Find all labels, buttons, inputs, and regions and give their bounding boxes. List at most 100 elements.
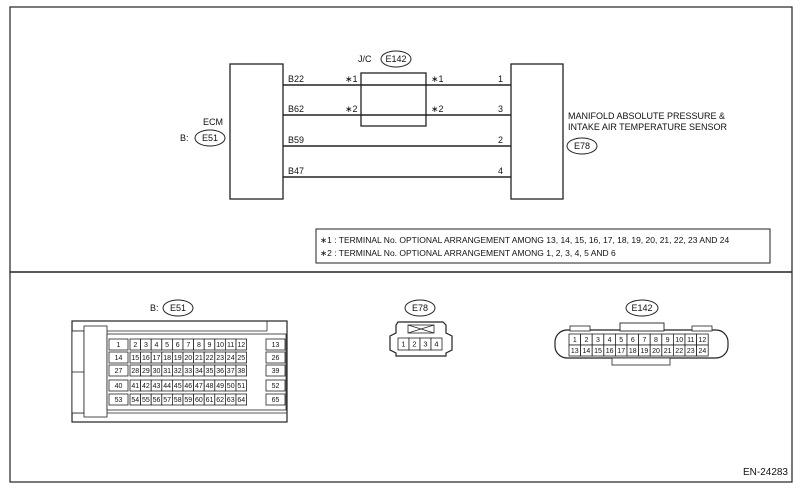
e51-pin-cell xyxy=(108,379,129,392)
e142-pin: 16 xyxy=(606,348,614,355)
wire-1-ecm-pin: B22 xyxy=(288,74,304,84)
e51-pin: 65 xyxy=(272,397,280,404)
e51-pin-cell xyxy=(108,338,129,351)
e51-pin: 39 xyxy=(272,368,280,375)
wire-2-sensor-pin: 3 xyxy=(498,104,503,114)
e142-view-badge xyxy=(625,299,659,317)
e51-pin: 26 xyxy=(272,355,280,362)
wire-4: B47 4 xyxy=(283,166,511,178)
e78-pin: 3 xyxy=(423,340,427,349)
e51-pin: 43 xyxy=(153,383,161,390)
e51-pin-cell xyxy=(235,393,248,406)
e51-pin: 7 xyxy=(186,342,190,349)
e51-pin: 6 xyxy=(176,342,180,349)
e51-pin: 18 xyxy=(163,355,171,362)
e51-pin: 52 xyxy=(272,383,280,390)
e51-pin-cell xyxy=(265,379,286,392)
e51-pin: 51 xyxy=(237,383,245,390)
e51-pin: 61 xyxy=(206,397,214,404)
e142-pin: 10 xyxy=(675,337,683,344)
e51-pin: 25 xyxy=(237,355,245,362)
e51-pin: 29 xyxy=(142,368,150,375)
e51-pin: 3 xyxy=(144,342,148,349)
e51-pin: 2 xyxy=(133,342,137,349)
ecm-connector-prefix: B: xyxy=(180,133,189,143)
e142-pin: 1 xyxy=(573,337,577,344)
e142-pin: 9 xyxy=(666,337,670,344)
sensor-title-line2: INTAKE AIR TEMPERATURE SENSOR xyxy=(568,122,728,132)
e78-pin-cell xyxy=(430,337,443,351)
e51-pin: 23 xyxy=(216,355,224,362)
e51-pin: 10 xyxy=(216,342,224,349)
e51-view-label: E51 xyxy=(170,303,186,313)
e51-pin: 48 xyxy=(206,383,214,390)
e51-pin: 16 xyxy=(142,355,150,362)
note-1: ∗1 : TERMINAL No. OPTIONAL ARRANGEMENT A… xyxy=(320,235,729,245)
e142-pin-cell xyxy=(696,344,709,357)
jc-connector-label: E142 xyxy=(385,54,406,64)
e51-pin: 22 xyxy=(206,355,214,362)
e51-pin: 17 xyxy=(153,355,161,362)
e142-pin: 5 xyxy=(619,337,623,344)
sensor-connector-label: E78 xyxy=(574,141,590,151)
wire-3: B59 2 xyxy=(283,135,511,147)
e51-pin: 34 xyxy=(195,368,203,375)
e51-pin: 19 xyxy=(174,355,182,362)
e51-pin-cell xyxy=(108,364,129,377)
e51-pin: 44 xyxy=(163,383,171,390)
e51-pin: 4 xyxy=(155,342,159,349)
sensor-title-line1: MANIFOLD ABSOLUTE PRESSURE & xyxy=(568,111,725,121)
e51-pin: 50 xyxy=(227,383,235,390)
e51-pin: 32 xyxy=(174,368,182,375)
ecm-title: ECM xyxy=(203,117,223,127)
e51-pin: 60 xyxy=(195,397,203,404)
e51-pin: 24 xyxy=(227,355,235,362)
e51-pin: 11 xyxy=(227,342,234,349)
e51-pin: 55 xyxy=(142,397,150,404)
e142-pin: 15 xyxy=(594,348,602,355)
ecm-connector-badge xyxy=(194,129,226,147)
e51-pin: 27 xyxy=(115,368,123,375)
e51-pin: 64 xyxy=(237,397,245,404)
jc-connector-badge xyxy=(380,50,412,68)
wire-1-jc-left: ∗1 xyxy=(345,74,358,84)
figure-code: EN-24283 xyxy=(743,467,788,478)
e51-pin: 46 xyxy=(184,383,192,390)
e142-lock-tab xyxy=(619,322,665,332)
e142-pin: 6 xyxy=(631,337,635,344)
wire-2-ecm-pin: B62 xyxy=(288,104,304,114)
e51-pin: 62 xyxy=(216,397,224,404)
e142-pin: 17 xyxy=(617,348,625,355)
e51-pin-cell xyxy=(108,393,129,406)
e51-pin: 37 xyxy=(227,368,235,375)
e51-pin: 21 xyxy=(195,355,203,362)
e51-pin: 9 xyxy=(208,342,212,349)
e142-view-label: E142 xyxy=(631,303,652,313)
e51-pin: 1 xyxy=(117,342,121,349)
e51-pin: 36 xyxy=(216,368,224,375)
e142-pin: 4 xyxy=(608,337,612,344)
wire-3-ecm-pin: B59 xyxy=(288,135,304,145)
e142-pin: 2 xyxy=(584,337,588,344)
wire-4-ecm-pin: B47 xyxy=(288,166,304,176)
wire-2: B62 ∗2 ∗2 3 xyxy=(283,104,511,116)
sensor-connector-badge xyxy=(566,137,598,155)
e51-pin: 14 xyxy=(115,355,123,362)
e142-pin: 22 xyxy=(675,348,683,355)
e142-pin: 7 xyxy=(642,337,646,344)
e78-pin: 1 xyxy=(401,340,405,349)
jc-title: J/C xyxy=(358,54,372,64)
wire-1-jc-right: ∗1 xyxy=(431,74,444,84)
sensor-box xyxy=(510,63,564,200)
e142-pin: 3 xyxy=(596,337,600,344)
e51-view-prefix: B: xyxy=(150,303,159,313)
jc-box xyxy=(360,72,427,127)
e51-pin: 35 xyxy=(206,368,214,375)
e51-pin: 12 xyxy=(237,342,245,349)
wire-2-jc-left: ∗2 xyxy=(345,104,358,114)
e51-pin: 28 xyxy=(131,368,139,375)
